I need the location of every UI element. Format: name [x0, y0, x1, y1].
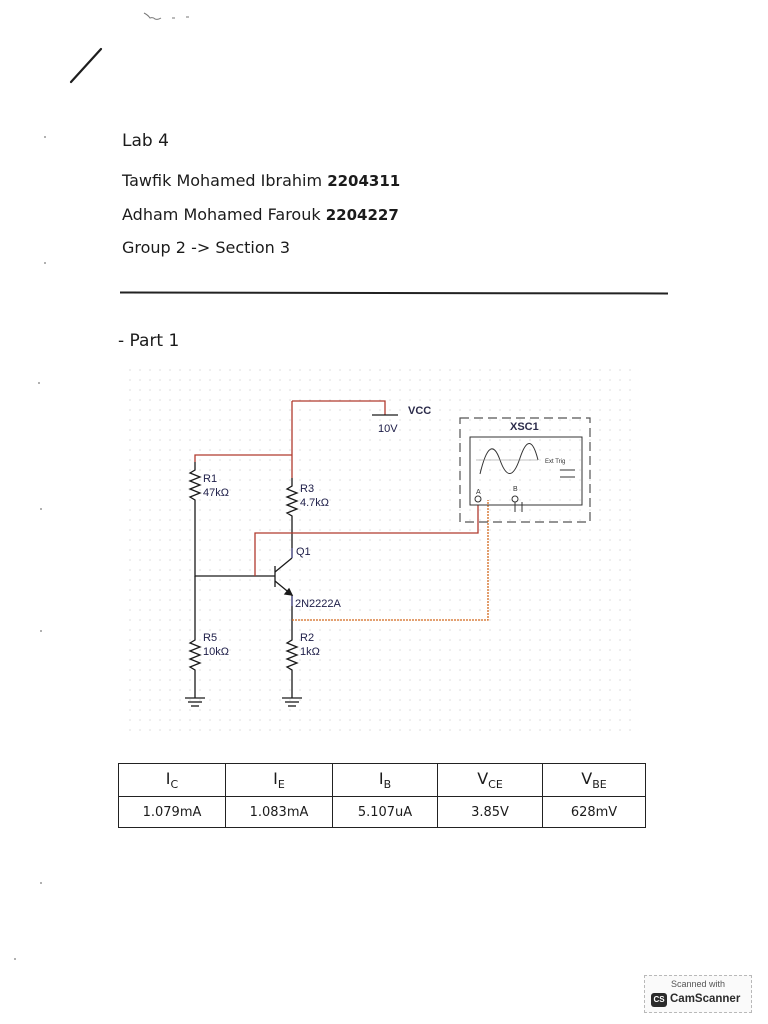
header-ic: IC	[118, 763, 226, 797]
resistor-r1	[188, 462, 202, 505]
camscanner-logo-icon: CS	[651, 993, 667, 1007]
r2-name: R2	[300, 632, 314, 644]
q1-name: Q1	[296, 546, 311, 558]
vcc-symbol: VCC 10V	[372, 405, 431, 435]
table-header-row: IC IE IB VCE VBE	[118, 763, 646, 797]
r1-name: R1	[203, 473, 217, 485]
speck	[44, 262, 46, 264]
group-section-line: Group 2 -> Section 3	[122, 238, 291, 257]
student-1-id: 2204311	[327, 172, 401, 190]
wire-r1-base	[194, 505, 275, 577]
wire-r1-top	[194, 454, 292, 462]
camscanner-watermark: Scanned with CS CamScanner	[644, 975, 752, 1013]
transistor-q1	[274, 557, 294, 596]
r5-value: 10kΩ	[203, 646, 229, 658]
scope-channel-a: A	[476, 489, 481, 496]
watermark-caption: Scanned with	[670, 979, 726, 989]
value-vce: 3.85V	[437, 796, 543, 828]
resistors	[188, 462, 299, 672]
wire-emitter-probe	[292, 500, 489, 621]
value-vbe: 628mV	[542, 796, 646, 828]
student-1-name: Tawfik Mohamed Ibrahim	[122, 171, 323, 190]
speck	[14, 958, 16, 960]
vcc-label: VCC	[408, 405, 431, 417]
wires	[194, 400, 489, 698]
scope-channel-b: B	[513, 486, 518, 493]
resistor-r3	[285, 478, 299, 518]
lab-title: Lab 4	[122, 131, 169, 151]
student-2-line: Adham Mohamed Farouk 2204227	[122, 205, 399, 224]
vcc-value: 10V	[378, 423, 398, 435]
header-vbe: VBE	[542, 763, 646, 797]
resistor-r5	[188, 632, 202, 672]
r2-value: 1kΩ	[300, 646, 320, 658]
speck	[40, 882, 42, 884]
scope-label: XSC1	[510, 421, 539, 433]
scope-trig-label: Ext Trig	[545, 459, 565, 465]
part-heading: - Part 1	[118, 331, 180, 351]
r3-name: R3	[300, 483, 314, 495]
speck	[40, 508, 42, 510]
value-ib: 5.107uA	[332, 796, 438, 828]
schematic-grid	[129, 369, 631, 731]
table-row: 1.079mA 1.083mA 5.107uA 3.85V 628mV	[118, 796, 646, 828]
wire-collector-probe	[254, 505, 479, 576]
student-2-id: 2204227	[325, 206, 399, 224]
value-ic: 1.079mA	[118, 796, 226, 828]
r3-value: 4.7kΩ	[300, 497, 329, 509]
ground-symbols	[185, 697, 302, 707]
watermark-brand: CamScanner	[670, 993, 741, 1005]
student-2-name: Adham Mohamed Farouk	[122, 205, 321, 224]
q1-model: 2N2222A	[295, 598, 342, 610]
r5-name: R5	[203, 632, 217, 644]
wire-vcc	[292, 400, 386, 415]
r1-value: 47kΩ	[203, 487, 229, 499]
header-ib: IB	[332, 763, 438, 797]
speck	[44, 136, 46, 138]
speck	[38, 382, 40, 384]
header-ie: IE	[225, 763, 333, 797]
student-1-line: Tawfik Mohamed Ibrahim 2204311	[122, 171, 400, 190]
results-table: IC IE IB VCE VBE 1.079mA 1.083mA 5.107uA…	[118, 763, 646, 828]
header-vce: VCE	[437, 763, 543, 797]
value-ie: 1.083mA	[225, 796, 333, 828]
resistor-r2	[285, 632, 299, 672]
oscilloscope-xsc1: XSC1 Ext Trig A B	[459, 417, 591, 523]
speck	[40, 630, 42, 632]
